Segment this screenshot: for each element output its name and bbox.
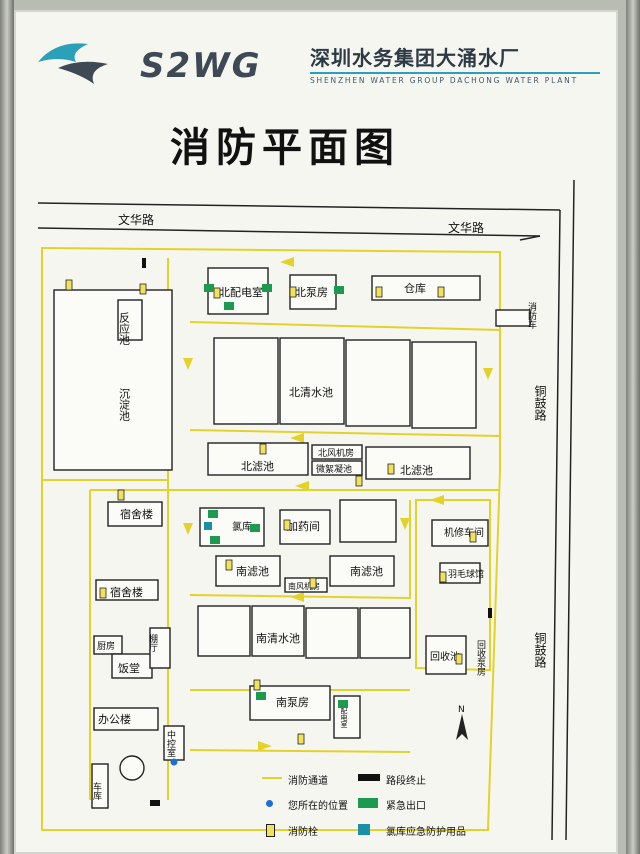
- building-labels: 反应池 沉淀池 北配电室 北泵房 仓库 消防车 北清水池 北滤池 北风机房 微絮…: [91, 281, 537, 801]
- label-micro-flocculation: 微絮凝池: [316, 463, 352, 475]
- road-label-east-bottom: 铜鼓路: [533, 631, 547, 669]
- road-label-east-top: 铜鼓路: [533, 384, 547, 422]
- brand-wordmark: S2WG: [140, 46, 262, 86]
- chlorine-gear-legend-icon: [358, 824, 370, 835]
- label-garage: 车库: [91, 781, 102, 801]
- legend-hydrant: 消防栓: [288, 827, 318, 838]
- north-arrow-icon: N: [456, 705, 468, 740]
- road-end-markers: [142, 258, 492, 806]
- label-south-filter-right: 南滤池: [350, 565, 383, 578]
- label-dormitory-1: 宿舍楼: [120, 507, 153, 521]
- fire-lane-legend-icon: [262, 777, 282, 779]
- label-warehouse: 仓库: [404, 281, 426, 295]
- label-shed: 棚厅: [147, 633, 158, 652]
- hydrant-markers: [65, 279, 477, 745]
- label-dining-hall: 饭堂: [118, 662, 140, 675]
- page-title: 消防平面图: [170, 124, 400, 171]
- label-reaction-tank: 反应池: [118, 312, 131, 345]
- legend-emergency-exit: 紧急出口: [386, 801, 426, 812]
- label-north-blower: 北风机房: [318, 447, 354, 459]
- s2wg-logo-icon: [38, 43, 108, 84]
- site-map: 文华路 文华路 铜鼓路 铜鼓路: [37, 179, 575, 841]
- fire-truck-shape: [495, 309, 531, 327]
- hydrant-legend-icon: [266, 824, 275, 837]
- label-kitchen: 厨房: [97, 640, 115, 652]
- label-north-pump: 北泵房: [295, 286, 328, 299]
- svg-text:N: N: [458, 705, 465, 715]
- road-label-north-left: 文华路: [118, 212, 154, 227]
- lane-arrows: [183, 257, 493, 751]
- right-post: [626, 0, 640, 854]
- legend-fire-lane: 消防通道: [288, 776, 328, 787]
- label-recovery-tank: 回收池: [430, 650, 460, 663]
- label-recovery-pump: 回收泵房: [475, 640, 486, 677]
- label-chlorine-room: 氯库: [232, 520, 252, 533]
- label-north-filter-left: 北滤池: [241, 460, 274, 473]
- you-are-here-marker: [170, 758, 178, 766]
- label-dormitory-2: 宿舍楼: [110, 585, 143, 599]
- label-office: 办公楼: [98, 712, 131, 726]
- left-post: [0, 0, 14, 854]
- chlorine-gear-markers: [204, 522, 212, 530]
- road-label-north-right: 文华路: [448, 220, 484, 235]
- label-dosing-room: 加药间: [287, 520, 320, 533]
- emergency-exit-legend-icon: [358, 798, 378, 808]
- legend-road-end: 路段终止: [386, 776, 426, 787]
- label-north-distribution: 北配电室: [219, 285, 263, 299]
- label-hair-collector: 羽毛球馆: [448, 568, 484, 580]
- sediment-tank-block: [53, 289, 173, 471]
- label-south-filter-left: 南滤池: [236, 565, 269, 578]
- you-are-here-legend-icon: [266, 800, 273, 807]
- label-north-clear-tank: 北清水池: [289, 386, 333, 399]
- label-north-filter-right: 北滤池: [400, 464, 433, 477]
- label-south-blower: 南风机房: [288, 581, 320, 591]
- structures: [53, 267, 531, 809]
- legend-you-are-here: 您所在的位置: [288, 801, 348, 812]
- road-lines: [37, 179, 575, 841]
- label-fire-truck: 消防车: [526, 301, 537, 330]
- label-sediment-tank: 沉淀池: [118, 388, 131, 421]
- label-south-pump: 南泵房: [276, 696, 309, 709]
- org-name-cn: 深圳水务集团大涌水厂: [310, 46, 520, 70]
- label-south-clear-tank: 南清水池: [256, 632, 300, 645]
- label-machine-shop: 机修车间: [444, 526, 484, 539]
- exit-markers: [204, 284, 348, 708]
- org-name-en: SHENZHEN WATER GROUP DACHONG WATER PLANT: [310, 72, 600, 85]
- label-central-control: 中控室: [165, 729, 176, 757]
- label-south-distribution: 南配电室: [340, 699, 348, 728]
- road-end-legend-icon: [358, 774, 380, 781]
- legend-chlorine-gear: 氯库应急防护用品: [386, 827, 466, 838]
